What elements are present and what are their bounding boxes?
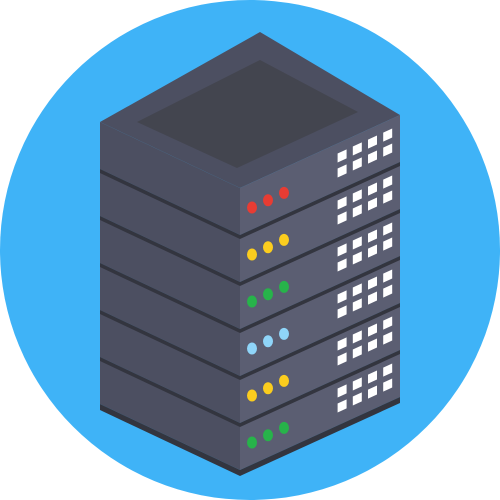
server-unit-left-face [100,169,240,282]
vent-slot [383,316,393,330]
vent-slot [337,290,347,304]
server-unit-seam [100,263,240,333]
vent-slot [383,284,393,298]
vent-slot [368,276,377,290]
server-unit-seam [100,310,240,380]
vent-slot [368,150,377,164]
vent-slot [383,378,393,392]
vent-slot [383,128,393,142]
vent-slot [352,204,362,218]
vent-slot [337,211,347,225]
vent-slot [352,142,362,156]
vent-slot [368,135,377,149]
vent-slot [368,385,377,399]
vent-slot [337,337,347,351]
vent-slot [368,244,377,258]
vent-slot [337,399,347,413]
status-led [279,280,289,293]
vent-slot [368,370,377,384]
vent-slot [337,384,347,398]
server-unit [100,303,400,423]
vent-slot [383,237,393,251]
vent-slot [337,258,347,272]
server-unit [100,350,400,470]
vent-slot [352,251,362,265]
vent-slot [352,330,362,344]
status-led [247,389,257,402]
server-unit [100,209,400,329]
status-led [247,295,257,308]
vent-slot [368,323,377,337]
rack-base-right [240,397,400,476]
server-unit-seam [240,303,400,380]
vent-slot [368,338,377,352]
vent-slot [337,305,347,319]
server-rack [100,32,400,476]
status-led [263,241,273,254]
status-led [279,327,289,340]
server-unit-left-face [100,310,240,423]
status-led [279,421,289,434]
vent-slot [383,175,393,189]
vent-slot [337,149,347,163]
vent-slot [352,157,362,171]
vent-slot [337,352,347,366]
vent-slot [352,345,362,359]
server-unit-seam [100,357,240,427]
server-unit-seam [100,169,240,239]
status-led [263,194,273,207]
status-led [247,248,257,261]
vent-slot [383,143,393,157]
status-led [263,335,273,348]
vent-slot [352,392,362,406]
server-unit-seam [240,209,400,286]
vent-slot [368,229,377,243]
status-led [247,342,257,355]
vent-slot [383,269,393,283]
vent-slot [337,196,347,210]
status-led [279,186,289,199]
status-led [279,233,289,246]
vent-slot [383,363,393,377]
vent-slot [383,331,393,345]
status-led [279,374,289,387]
vent-slot [352,189,362,203]
server-unit-seam [100,216,240,286]
status-led [247,436,257,449]
vent-slot [368,291,377,305]
server-unit [100,162,400,282]
server-unit [100,256,400,376]
vent-slot [368,182,377,196]
server-unit-seam [240,256,400,333]
vent-slot [352,377,362,391]
vent-slot [368,197,377,211]
rack-base-left [100,404,240,476]
vent-slot [352,283,362,297]
status-led [247,201,257,214]
status-led [263,288,273,301]
vent-slot [352,298,362,312]
rack-top-panel [137,60,358,168]
vent-slot [337,243,347,257]
server-unit-left-face [100,357,240,470]
server-unit-left-face [100,263,240,376]
vent-slot [383,222,393,236]
server-unit-left-face [100,216,240,329]
status-led [263,382,273,395]
server-unit [100,115,400,235]
server-unit-seam [240,162,400,239]
vent-slot [383,190,393,204]
vent-slot [337,164,347,178]
server-unit-left-face [100,122,240,235]
status-led [263,429,273,442]
server-unit-seam [240,350,400,427]
vent-slot [352,236,362,250]
